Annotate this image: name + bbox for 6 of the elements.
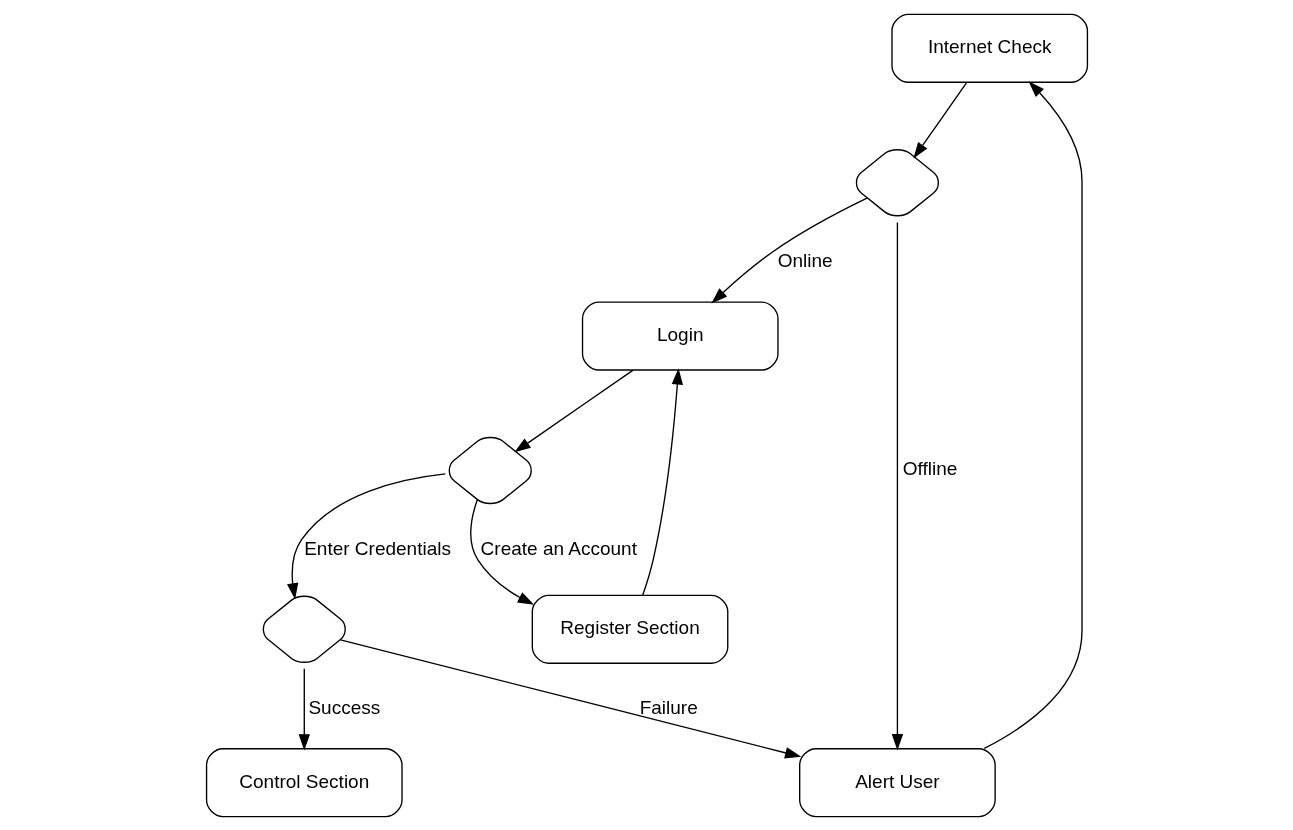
edge-label: Enter Credentials	[303, 537, 451, 559]
edge-label: Offline	[902, 457, 957, 479]
edge-label: Success	[307, 696, 380, 718]
edge-label: Online	[777, 249, 833, 271]
edge-label: Create an Account	[480, 537, 637, 559]
edge-label: Failure	[639, 696, 698, 718]
